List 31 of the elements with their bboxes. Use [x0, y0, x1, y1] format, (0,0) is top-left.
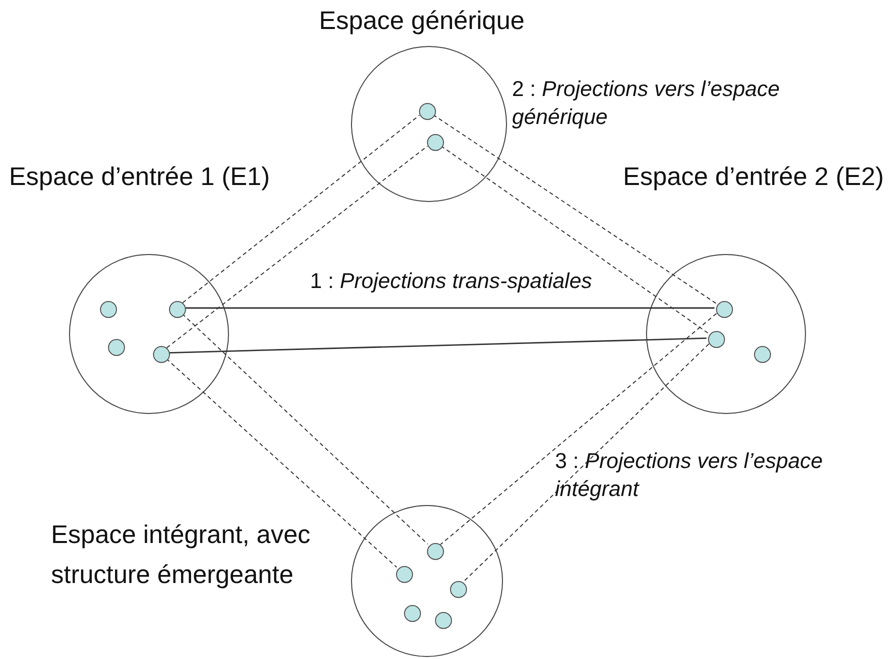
projection-note: 3 : Projections vers l’espace intégrant	[555, 448, 824, 503]
element-dot	[426, 134, 444, 150]
element-dot	[426, 542, 444, 560]
space-heading: Espace générique	[319, 7, 525, 36]
space-heading: Espace d’entrée 2 (E2)	[623, 163, 884, 192]
element-dot	[450, 580, 466, 598]
dashed-projection-line	[182, 313, 428, 545]
projection-note: 2 : Projections vers l’espace générique	[512, 76, 781, 131]
dashed-projection-line	[462, 343, 710, 583]
projection-line	[168, 338, 707, 354]
element-dot	[434, 612, 452, 628]
element-dot	[396, 566, 412, 582]
element-dot	[404, 604, 420, 622]
dashed-projection-line	[440, 312, 717, 546]
element-dot	[716, 300, 732, 318]
element-dot	[108, 338, 124, 356]
space-heading: Espace intégrant, avec structure émergeante	[51, 520, 312, 591]
projection-note: 1 : Projections trans-spatiales	[310, 268, 594, 295]
space-heading: Espace d’entrée 1 (E1)	[9, 163, 270, 192]
dashed-projection-line	[182, 114, 420, 304]
dashed-projection-line	[166, 146, 428, 348]
element-dot	[708, 330, 724, 348]
element-dot	[418, 102, 436, 120]
element-dot	[754, 346, 770, 362]
element-dot	[152, 346, 170, 362]
dashed-projection-line	[166, 358, 398, 568]
dashed-projection-line	[440, 145, 709, 334]
element-dot	[100, 300, 116, 318]
dashed-projection-line	[432, 114, 716, 304]
element-dot	[168, 300, 186, 318]
projection-line	[184, 307, 714, 309]
